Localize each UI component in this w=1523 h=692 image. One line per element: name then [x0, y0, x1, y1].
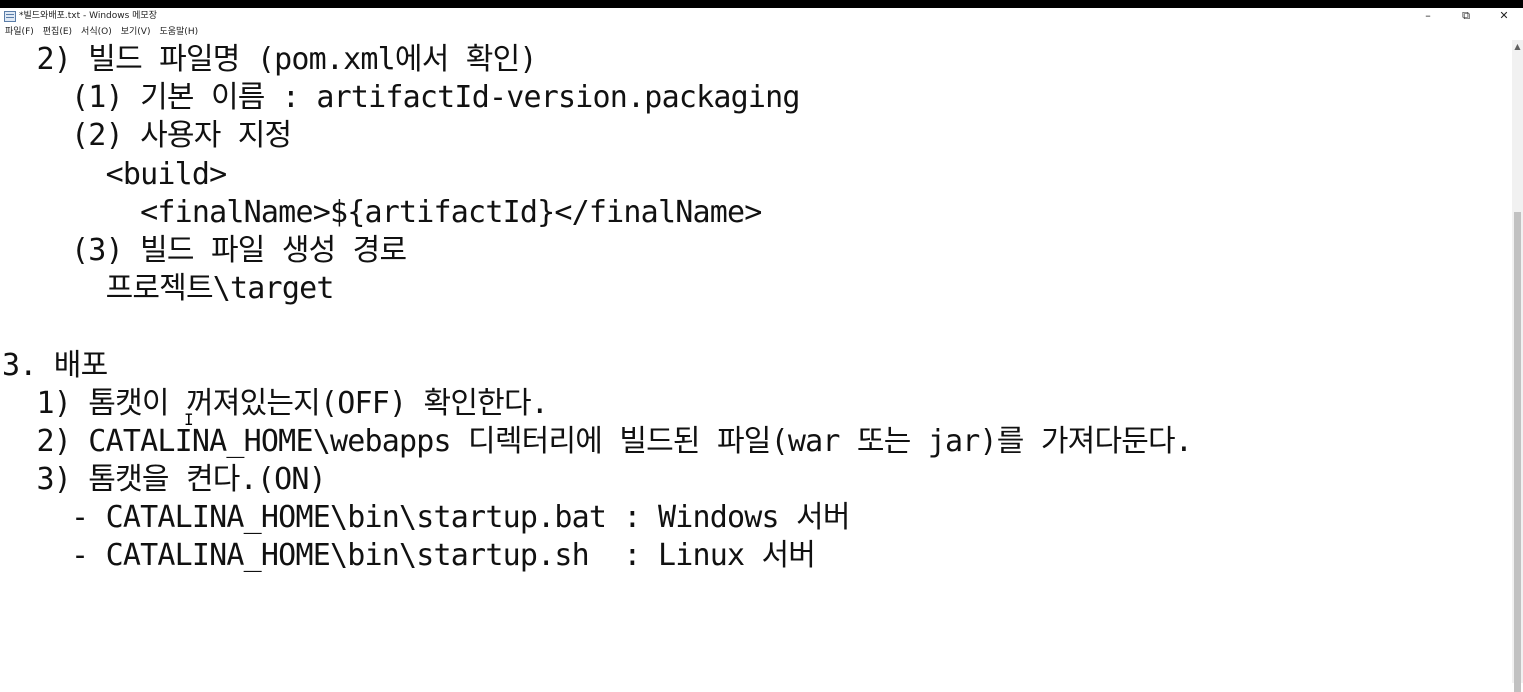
text-line: - CATALINA_HOME\bin\startup.sh : Linux 서… [2, 538, 816, 574]
text-line: (2) 사용자 지정 [2, 118, 292, 154]
menu-help[interactable]: 도움말(H) [159, 27, 199, 37]
menu-view[interactable]: 보기(V) [120, 27, 151, 37]
text-line: <build> [2, 156, 228, 192]
scroll-up-icon[interactable]: ▲ [1514, 42, 1521, 51]
text-line: 3. 배포 [2, 347, 108, 383]
menu-file[interactable]: 파일(F) [5, 27, 34, 37]
menu-format[interactable]: 서식(O) [81, 27, 112, 37]
notepad-icon [4, 11, 16, 22]
menu-edit[interactable]: 편집(E) [42, 27, 73, 37]
text-line: - CATALINA_HOME\bin\startup.bat : Window… [2, 500, 850, 536]
text-line: 3) 톰캣을 켠다.(ON) [2, 462, 327, 498]
document-text[interactable]: 2) 빌드 파일명 (pom.xml에서 확인) (1) 기본 이름 : art… [2, 41, 1193, 576]
window-title: *빌드와배포.txt - Windows 메모장 [19, 11, 157, 21]
minimize-button[interactable]: – [1425, 9, 1431, 22]
menu-bar: 파일(F) 편집(E) 서식(O) 보기(V) 도움말(H) [0, 25, 1523, 40]
window-controls: – ⧉ ✕ [1409, 8, 1523, 25]
ibeam-cursor-icon: I [184, 412, 194, 428]
title-bar[interactable]: *빌드와배포.txt - Windows 메모장 – ⧉ ✕ [0, 8, 1523, 25]
close-button[interactable]: ✕ [1499, 9, 1509, 22]
text-line [2, 308, 1192, 346]
text-editor-area[interactable]: 2) 빌드 파일명 (pom.xml에서 확인) (1) 기본 이름 : art… [0, 40, 1512, 683]
screen-top-edge [0, 0, 1523, 8]
maximize-button[interactable]: ⧉ [1462, 9, 1470, 22]
text-line: 프로젝트\target [2, 271, 335, 307]
text-line: <finalName>${artifactId}</finalName> [2, 194, 762, 230]
text-line: (3) 빌드 파일 생성 경로 [2, 232, 407, 268]
text-line: 1) 톰캣이 꺼져있는지(OFF) 확인한다. [2, 385, 549, 421]
text-line: 2) 빌드 파일명 (pom.xml에서 확인) [2, 42, 538, 77]
text-line: (1) 기본 이름 : artifactId-version.packaging [2, 80, 800, 116]
vertical-scrollbar[interactable]: ▲ [1512, 40, 1523, 692]
text-line: 2) CATALINA_HOME\webapps 디렉터리에 빌드된 파일(wa… [2, 423, 1193, 459]
scroll-thumb[interactable] [1514, 212, 1521, 692]
